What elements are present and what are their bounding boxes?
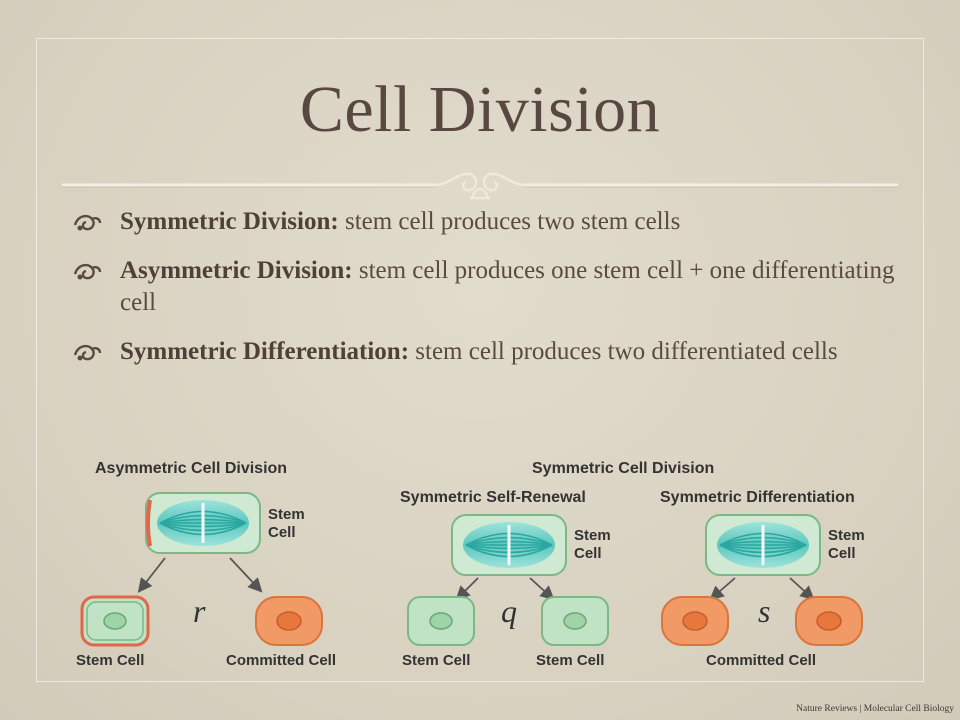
slide-title: Cell Division [299, 73, 661, 146]
daughter-stem-cell-asymmetric [80, 595, 150, 647]
bullet-term: Symmetric Differentiation: [120, 338, 410, 365]
fleuron-bullet-icon [73, 263, 102, 280]
stem-cell-label: Stem [268, 506, 305, 523]
ornament-icon [433, 172, 527, 200]
bullet-asymmetric-division: Asymmetric Division: stem cell produces … [72, 255, 912, 319]
label-s: s [758, 593, 770, 629]
bullet-term: Symmetric Division: [120, 208, 339, 235]
stem-cell-caption: Stem Cell [76, 652, 144, 669]
self-renewal-title: Symmetric Self-Renewal [400, 489, 586, 506]
dividing-stem-cell-asymmetric [145, 492, 261, 554]
daughter-stem-cell-right [541, 596, 609, 646]
slide-frame [36, 38, 924, 682]
cell-division-diagram: Asymmetric Cell Division Symmetric Cell … [76, 460, 865, 669]
bullet-symmetric-division: Symmetric Division: stem cell produces t… [72, 206, 912, 238]
asymmetric-title: Asymmetric Cell Division [95, 460, 287, 477]
daughter-stem-cell-left [407, 596, 475, 646]
differentiation-title: Symmetric Differentiation [660, 489, 855, 506]
committed-cell-caption: Committed Cell [706, 652, 816, 669]
dividing-stem-cell-self-renewal [451, 514, 567, 576]
title-divider [62, 172, 898, 200]
bullet-text: stem cell produces two stem cells [338, 208, 681, 235]
division-arrows [137, 557, 815, 601]
fleuron-bullet-icon [73, 214, 102, 231]
bullet-symmetric-differentiation: Symmetric Differentiation: stem cell pro… [72, 336, 912, 368]
label-r: r [193, 593, 206, 629]
bullet-text: stem cell produces two differentiated ce… [409, 338, 838, 365]
symmetric-title: Symmetric Cell Division [532, 460, 714, 477]
bullet-term: Asymmetric Division: [120, 257, 353, 284]
stem-cell-caption: Stem Cell [402, 652, 470, 669]
source-credit: Nature Reviews | Molecular Cell Biology [796, 704, 954, 714]
stem-cell-label: Stem [574, 527, 611, 544]
stem-cell-label: Cell [574, 545, 602, 562]
fleuron-bullet-icon [73, 344, 102, 361]
stem-cell-label: Cell [828, 545, 856, 562]
committed-cell-left [661, 596, 729, 646]
stem-cell-label: Stem [828, 527, 865, 544]
committed-cell-caption: Committed Cell [226, 652, 336, 669]
dividing-stem-cell-differentiation [705, 514, 821, 576]
stem-cell-caption: Stem Cell [536, 652, 604, 669]
committed-cell-right [795, 596, 863, 646]
bullet-text: stem cell produces one stem cell + one d… [120, 257, 895, 316]
label-q: q [501, 593, 517, 629]
committed-cell-asymmetric [255, 596, 323, 646]
bullet-list: Symmetric Division: stem cell produces t… [72, 206, 912, 385]
stem-cell-label: Cell [268, 524, 296, 541]
